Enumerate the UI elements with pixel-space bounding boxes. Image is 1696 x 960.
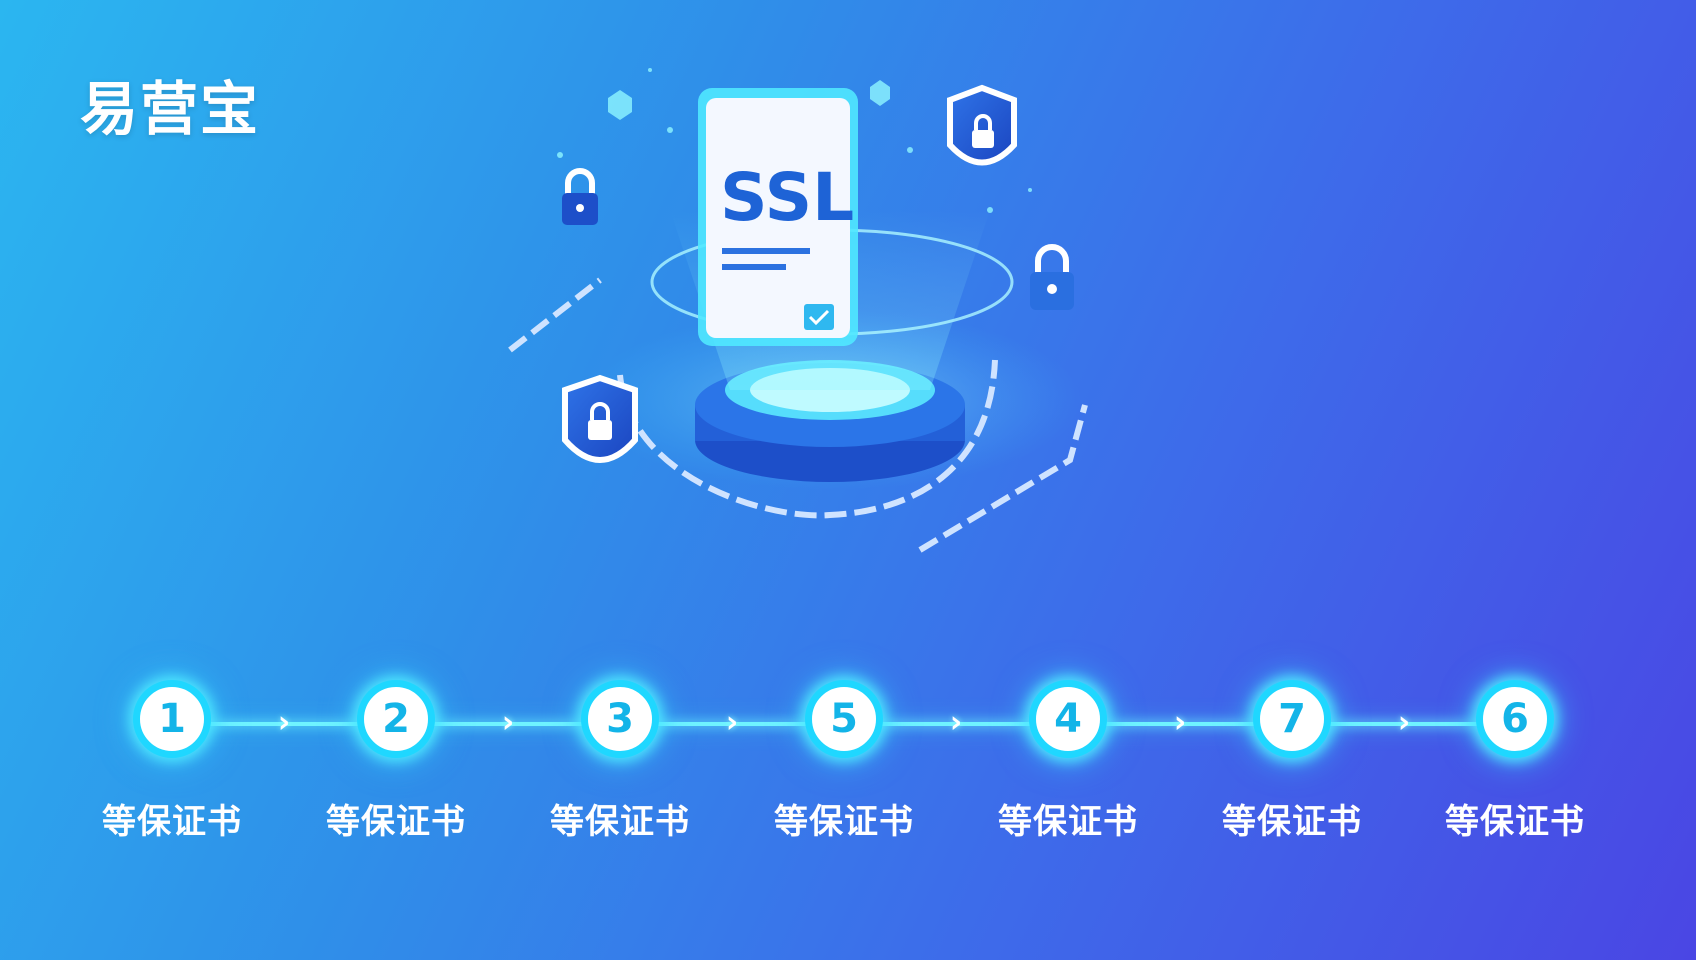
timeline-step: 3 等保证书 [540,680,700,843]
step-label: 等保证书 [1222,802,1362,842]
ssl-certificate-icon: SSL [508,68,1088,553]
padlock-icon [1030,244,1074,310]
step-label: 等保证书 [102,802,242,842]
step-number-badge: 7 [1253,680,1331,758]
chevron-right-icon: › [725,705,739,740]
step-label: 等保证书 [774,802,914,842]
timeline-step: 5 等保证书 [764,680,924,843]
timeline-step: 2 等保证书 [316,680,476,843]
shield-lock-icon [562,374,638,463]
step-label: 等保证书 [550,802,690,842]
step-label: 等保证书 [998,802,1138,842]
chevron-right-icon: › [277,705,291,740]
step-number-badge: 2 [357,680,435,758]
step-label: 等保证书 [326,802,466,842]
brand-logo: 易营宝 [80,75,261,143]
step-number-badge: 1 [133,680,211,758]
step-number-badge: 3 [581,680,659,758]
chevron-right-icon: › [501,705,515,740]
chevron-right-icon: › [1397,705,1411,740]
chevron-right-icon: › [1173,705,1187,740]
process-timeline: 1 等保证书 › 2 等保证书 › 3 等保证书 › 5 等保证书 › 4 等保… [0,670,1696,870]
shield-lock-icon [947,84,1017,166]
step-number-badge: 5 [805,680,883,758]
step-number-badge: 6 [1476,680,1554,758]
padlock-icon [562,168,598,225]
timeline-step: 1 等保证书 [92,680,252,843]
timeline-step: 6 等保证书 [1435,680,1595,843]
step-number-badge: 4 [1029,680,1107,758]
timeline-step: 7 等保证书 [1212,680,1372,843]
step-label: 等保证书 [1445,802,1585,842]
chevron-right-icon: › [949,705,963,740]
timeline-step: 4 等保证书 [988,680,1148,843]
ssl-document-text: SSL [720,159,854,236]
ssl-hero-illustration: SSL [470,60,1230,620]
